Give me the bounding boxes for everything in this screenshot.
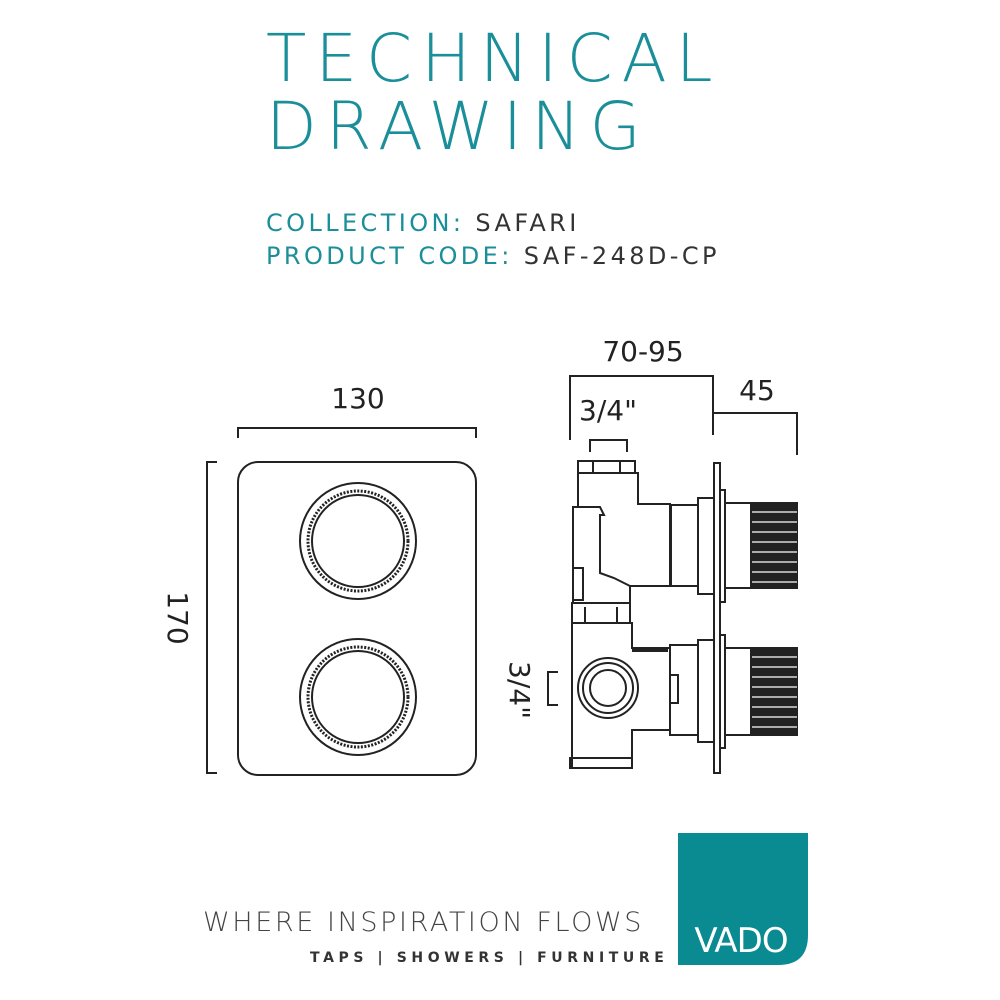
vado-logo [678,833,808,965]
middle-band [571,602,631,624]
bottom-nut [569,757,633,769]
top-inlet-dimension: 3/4" [579,394,637,427]
title-line-1: TECHNICAL [266,20,722,97]
title-line-2: DRAWING [266,88,650,165]
tagline: WHERE INSPIRATION FLOWS [203,907,645,938]
upper-knob-inner [311,494,405,588]
lower-knob-inner [311,650,405,744]
upper-body [572,472,671,604]
top-inlet-dimension-line [589,439,628,452]
product-code-value: SAF-248D-CP [523,242,720,270]
collection-value: SAFARI [475,209,580,237]
upper-knob-outer [299,482,417,600]
lower-valve [669,634,798,749]
product-code-line: PRODUCT CODE: SAF-248D-CP [266,244,720,268]
categories: TAPS | SHOWERS | FURNITURE [310,950,669,966]
product-code-label: PRODUCT CODE: [266,242,513,270]
wall-plate-side [713,462,721,774]
side-outlet-dimension-line [547,671,558,706]
height-dimension: 170 [161,591,194,644]
side-outlet-port [577,657,639,719]
top-nut [577,460,636,474]
collection-line: COLLECTION: SAFARI [266,211,580,235]
lower-body [571,622,671,769]
height-dimension-line [206,461,217,774]
knob-depth-dimension: 45 [739,374,775,407]
lower-knob-outer [299,638,417,756]
front-view [206,427,477,776]
side-view [547,375,798,774]
cover-plate [237,461,477,776]
depth-dimension: 70-95 [602,335,683,368]
logo-text: VADO [694,921,787,961]
depth-dimension-line [569,375,714,440]
upper-valve [669,489,798,603]
collection-label: COLLECTION: [266,209,465,237]
lower-knob-knurl [306,645,410,749]
width-dimension: 130 [331,382,384,415]
knob-depth-dimension-line [713,412,798,455]
width-dimension-line [237,427,477,438]
side-outlet-dimension: 3/4" [503,661,536,719]
upper-knob-knurl [306,489,410,593]
